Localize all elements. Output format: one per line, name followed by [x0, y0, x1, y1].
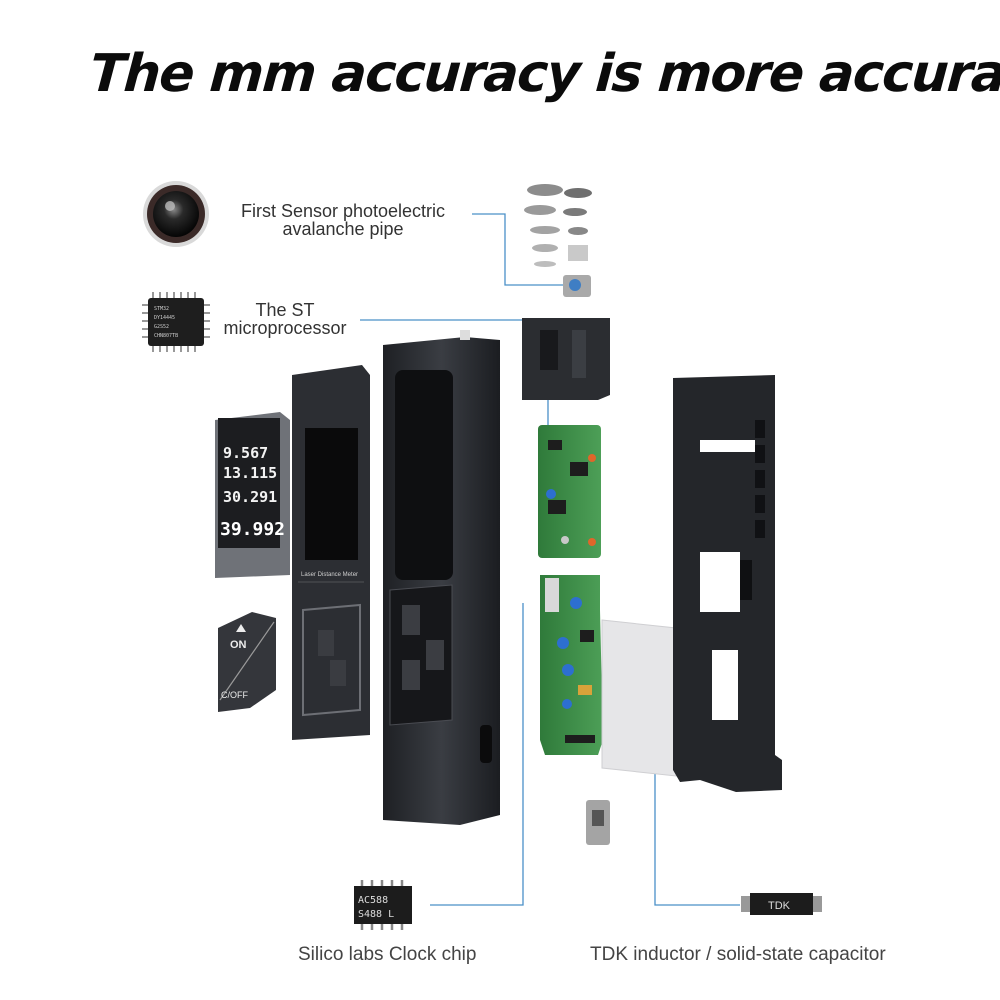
- mcu-text-3: G2S52: [154, 324, 169, 330]
- upper-pcb: [538, 425, 601, 558]
- sensor-callout: First Sensor photoelectric avalanche pip…: [218, 202, 468, 238]
- mcu-text-2: DY14445: [154, 315, 175, 321]
- mcu-callout-line2: microprocessor: [223, 318, 347, 338]
- device-label: Laser Distance Meter: [301, 572, 358, 578]
- lens-icon: [143, 181, 209, 247]
- lower-pcb: [540, 575, 603, 755]
- inductor-label: TDK inductor / solid-state capacitor: [590, 944, 886, 965]
- lcd-row3: 30.291: [223, 488, 277, 506]
- clock-chip-text2: S488 L: [358, 909, 394, 920]
- battery: [601, 619, 677, 777]
- clock-chip-label: Silico labs Clock chip: [298, 944, 477, 965]
- optics-housing: [522, 318, 610, 400]
- button-pad: ON C/OFF: [218, 612, 276, 712]
- button-on-label: ON: [230, 639, 247, 651]
- mcu-callout-line1: The ST: [255, 300, 315, 320]
- main-body: [383, 330, 500, 825]
- lcd-row1: 9.567: [223, 444, 268, 462]
- lcd-row2: 13.115: [223, 464, 277, 482]
- clock-chip-icon: AC588 S488 L: [354, 880, 412, 930]
- mcu-chip-icon: STM32 DY14445 G2S52 CHN807TB: [142, 292, 210, 352]
- chassis-frame: [673, 375, 782, 792]
- sensor-callout-line2: avalanche pipe: [282, 219, 404, 239]
- measure-arrow-icon: [236, 624, 246, 632]
- tdk-text: TDK: [768, 900, 791, 912]
- mcu-callout: The ST microprocessor: [210, 301, 360, 337]
- optics-stack: [524, 184, 592, 297]
- sensor-callout-line1: First Sensor photoelectric: [240, 201, 446, 221]
- mcu-text-4: CHN807TB: [154, 333, 178, 339]
- front-panel: Laser Distance Meter: [292, 365, 370, 740]
- button-off-label: C/OFF: [221, 690, 248, 700]
- mcu-text-1: STM32: [154, 306, 169, 312]
- usb-connector: [586, 800, 610, 845]
- lcd-display: 9.567 13.115 30.291 39.992: [215, 412, 290, 578]
- clock-chip-text1: AC588: [358, 895, 388, 906]
- tdk-component-icon: TDK: [741, 893, 822, 915]
- lcd-row4: 39.992: [220, 519, 285, 540]
